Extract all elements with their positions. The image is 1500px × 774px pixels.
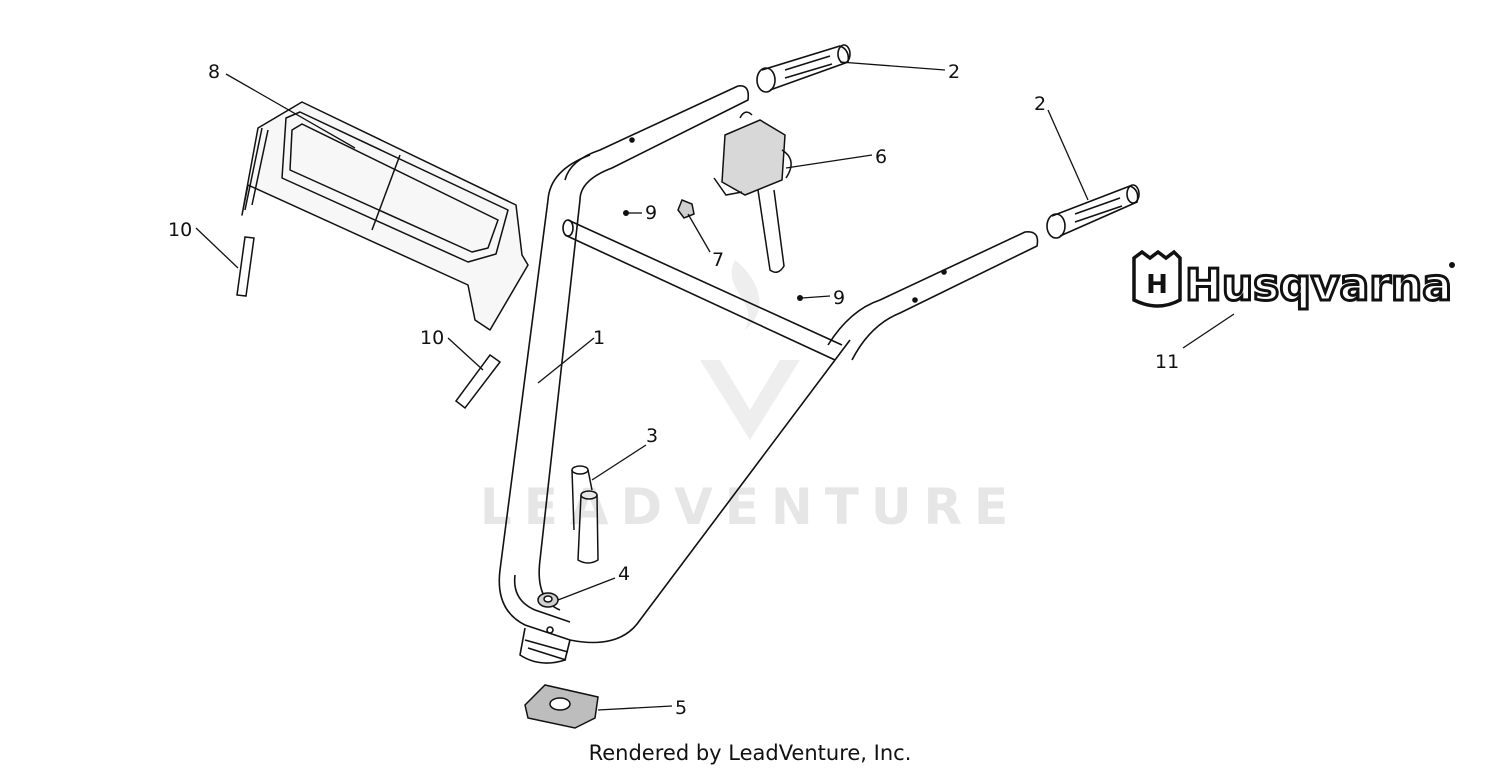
callout-7: 7 xyxy=(712,249,724,271)
callout-11: 11 xyxy=(1155,351,1179,373)
callout-3: 3 xyxy=(646,425,658,447)
svg-text:H: H xyxy=(1146,270,1168,300)
nut-4 xyxy=(537,592,559,608)
screws-9 xyxy=(623,210,803,301)
callout-2-top: 2 xyxy=(948,61,960,83)
logo-text: Husqvarna xyxy=(1185,260,1452,311)
callout-10-left: 10 xyxy=(168,219,192,241)
callout-9-left: 9 xyxy=(645,202,657,224)
callout-labels: 1 2 2 3 4 5 6 7 8 9 9 10 10 11 xyxy=(168,61,1179,719)
throttle-control xyxy=(713,111,792,273)
callout-4: 4 xyxy=(618,563,630,585)
husqvarna-logo: H Husqvarna xyxy=(1132,249,1455,313)
callout-10-mid: 10 xyxy=(420,327,444,349)
watermark: LEADVENTURE xyxy=(480,260,1020,536)
bracket-5 xyxy=(524,684,599,729)
strip-10-mid xyxy=(454,353,502,410)
shroud-8 xyxy=(241,101,529,331)
pin-3 xyxy=(571,465,599,564)
callout-5: 5 xyxy=(675,697,687,719)
clip-7 xyxy=(677,199,695,219)
callout-1: 1 xyxy=(593,327,605,349)
callout-6: 6 xyxy=(875,146,887,168)
callout-2-right: 2 xyxy=(1034,93,1046,115)
leader-lines xyxy=(195,61,1235,711)
footer-credit: Rendered by LeadVenture, Inc. xyxy=(589,741,912,765)
callout-9-right: 9 xyxy=(833,287,845,309)
handlebar-frame xyxy=(498,84,1039,664)
grip-right xyxy=(1046,184,1140,239)
strip-10-left xyxy=(236,236,255,297)
grip-top xyxy=(756,44,851,93)
callout-8: 8 xyxy=(208,61,220,83)
watermark-text: LEADVENTURE xyxy=(480,478,1020,536)
